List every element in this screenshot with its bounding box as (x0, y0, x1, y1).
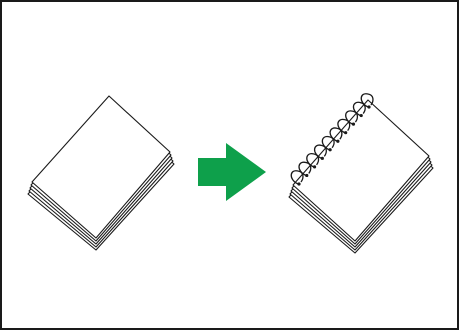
notebook-pages (288, 99, 434, 254)
binding-hole (351, 122, 356, 126)
spiral-bound-notebook (288, 93, 434, 254)
loose-page-stack (27, 95, 175, 251)
binding-hole (328, 148, 332, 152)
spiral-coil (345, 110, 359, 125)
stack-sheet-top (31, 95, 171, 239)
spiral-coil (360, 93, 374, 108)
spiral-coil (298, 161, 312, 177)
binding-hole (305, 173, 309, 178)
binding-hole (367, 105, 371, 109)
spiral-coil (306, 153, 320, 168)
binding-hole (336, 139, 340, 143)
notebook-sheet-top (292, 99, 430, 242)
spiral-coil (313, 144, 327, 159)
binding-hole (359, 113, 363, 118)
process-arrow (198, 143, 266, 201)
spiral-coil (321, 135, 335, 151)
binding-hole (344, 131, 348, 135)
spiral-coil (337, 118, 351, 134)
spiral-coil (290, 170, 304, 185)
spiral-coil (329, 127, 343, 142)
binding-hole (297, 182, 301, 186)
binding-hole (320, 156, 324, 160)
spiral-coil (352, 101, 366, 117)
spiral-binding (290, 93, 374, 186)
binding-hole (312, 165, 317, 169)
